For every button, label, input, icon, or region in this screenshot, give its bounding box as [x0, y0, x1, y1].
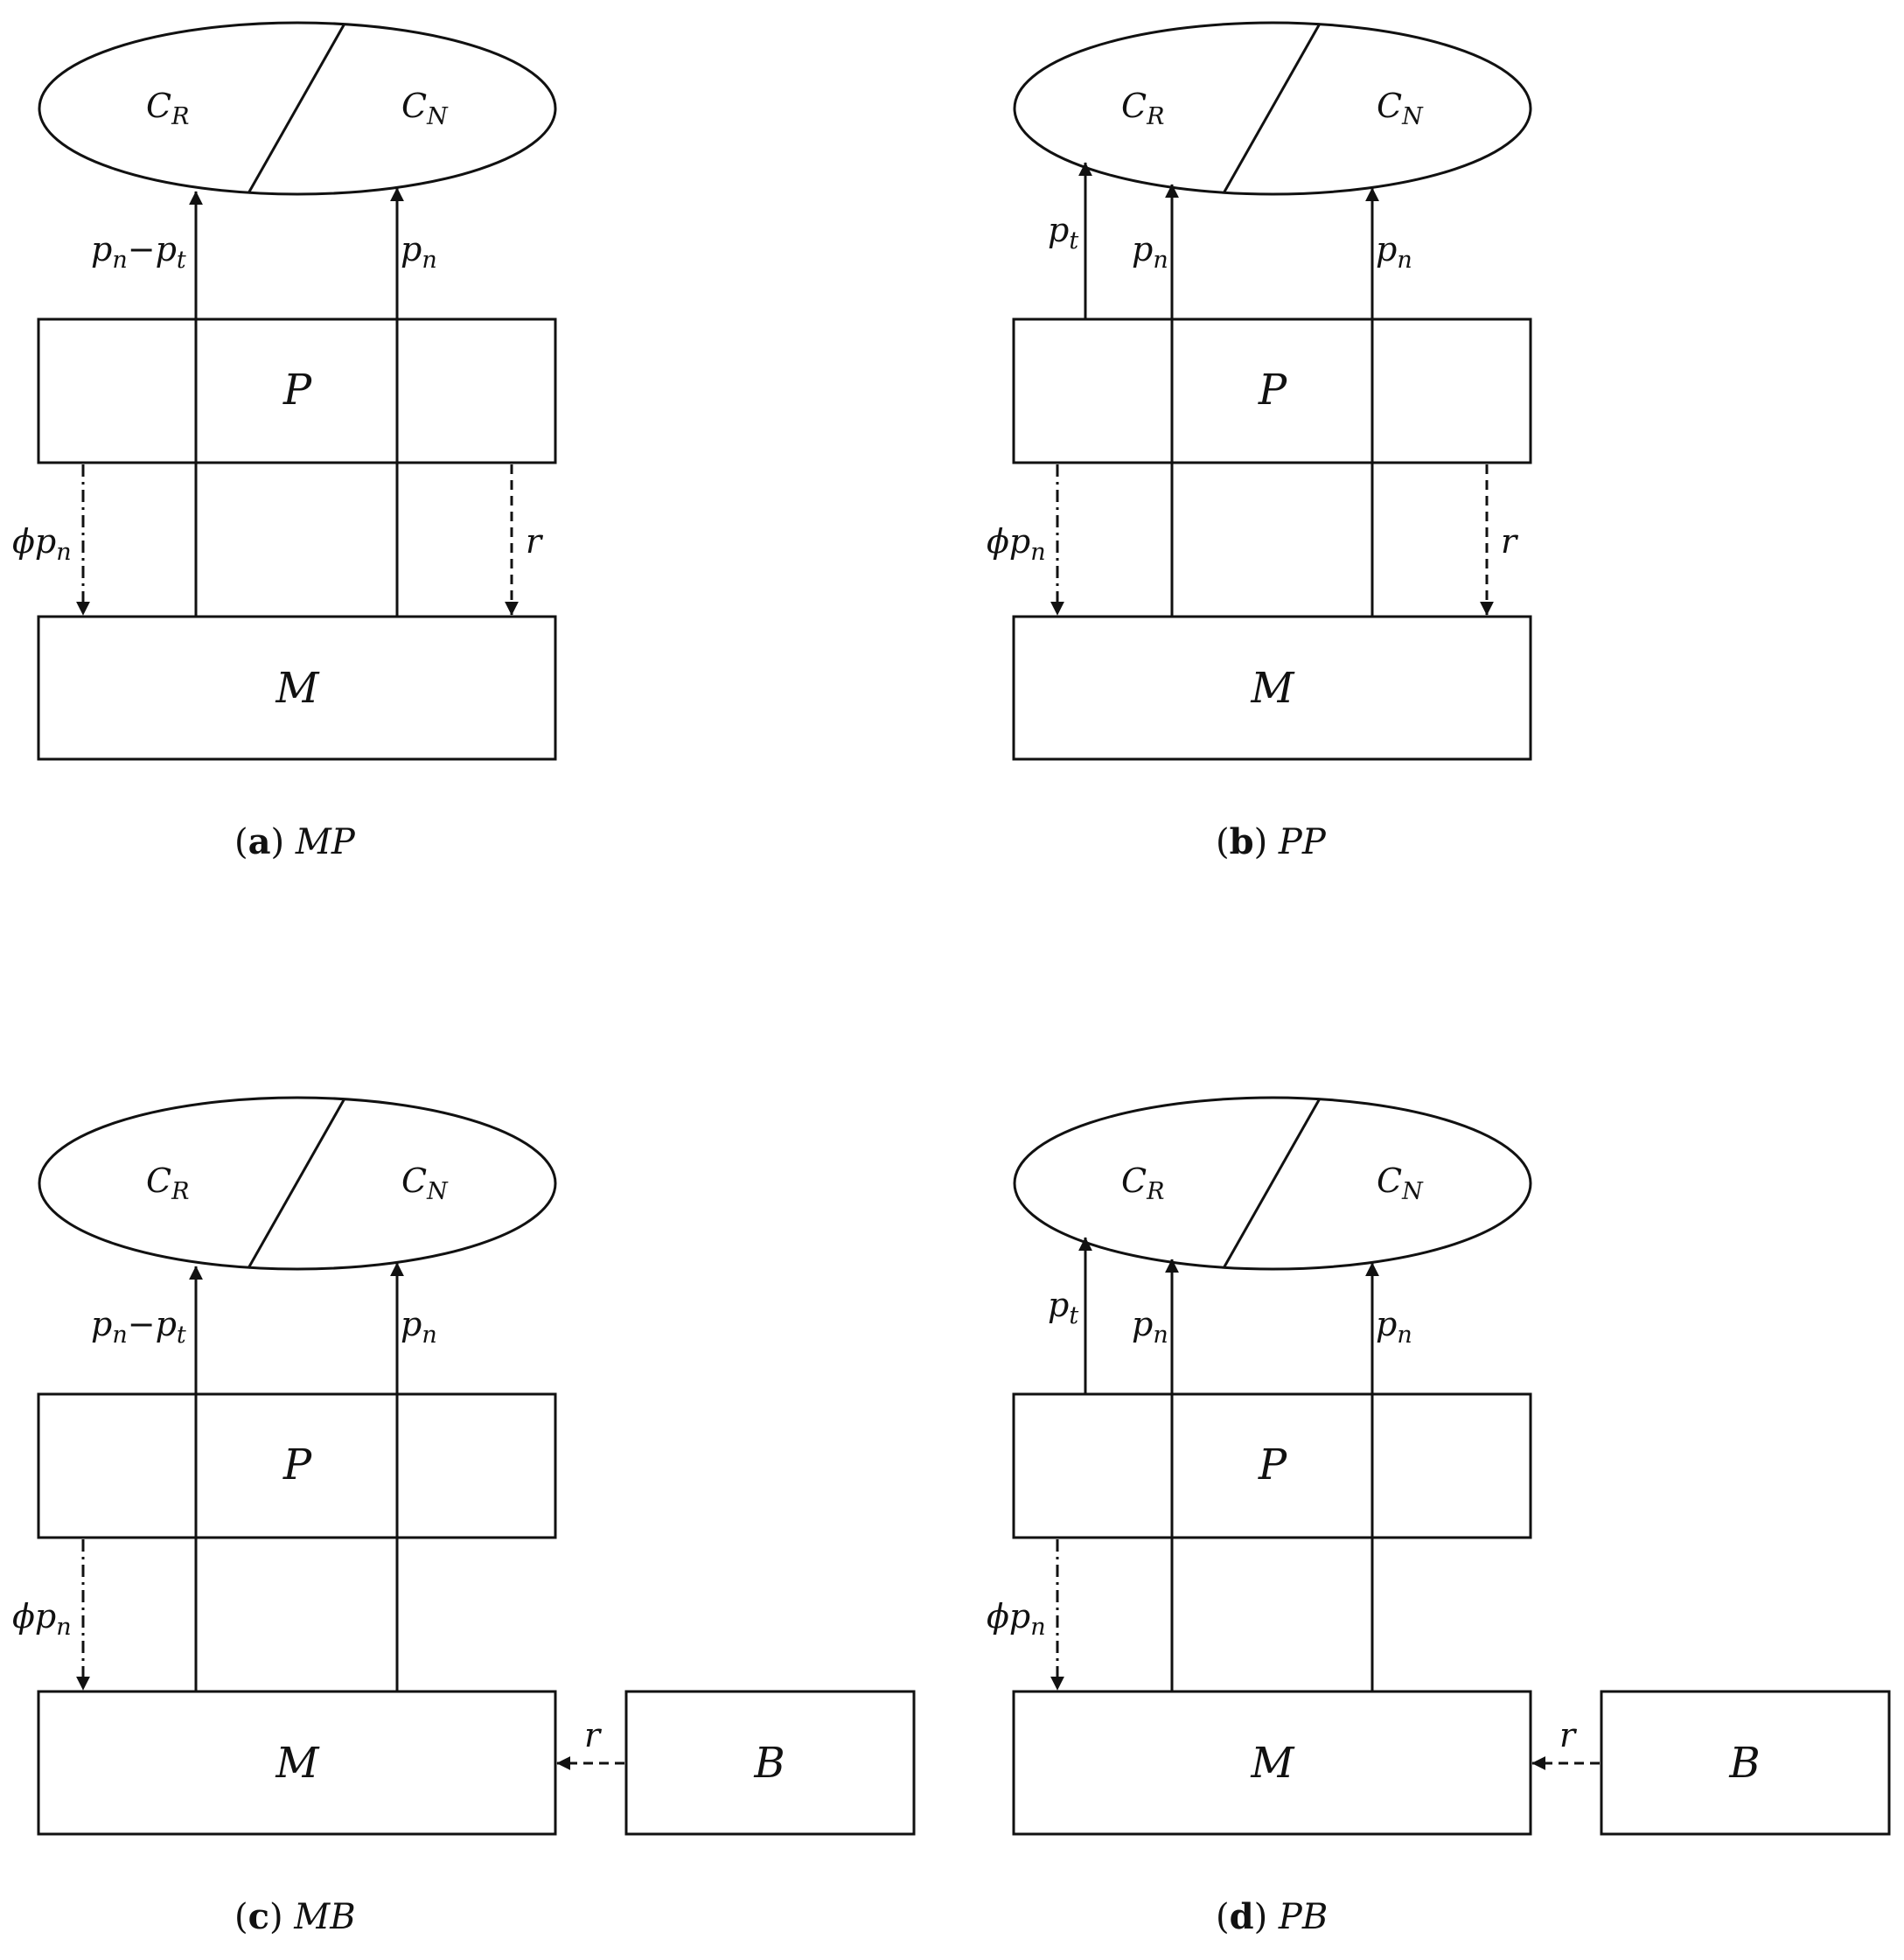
caption-d: (d) PB [1216, 1896, 1328, 1937]
box-p-label: P [1258, 366, 1287, 415]
box-p [1012, 317, 1532, 464]
label-pn-mid: pn [1132, 1305, 1168, 1349]
consumer-ellipse [1013, 1096, 1532, 1271]
segment-divider [247, 1098, 346, 1269]
label-phi-pn: ϕpn [12, 522, 72, 566]
box-p-label: P [1258, 1440, 1287, 1489]
box-m-label: M [1250, 1739, 1295, 1788]
box-m [37, 615, 557, 761]
segment-cn-label: CN [401, 1161, 449, 1205]
consumer-ellipse [38, 1096, 557, 1271]
label-phi-pn: ϕpn [987, 1597, 1046, 1641]
box-p [1012, 1392, 1532, 1539]
consumer-ellipse [38, 21, 557, 196]
box-p [37, 317, 557, 464]
segment-cr-label: CR [1121, 1161, 1164, 1205]
panel-a: CR CN P M pn−pt pn ϕpn r (a) MP [12, 21, 557, 862]
label-r: r [584, 1716, 603, 1754]
box-p-label: P [282, 1440, 312, 1489]
label-pt: pt [1048, 211, 1078, 255]
label-pt: pt [1048, 1286, 1078, 1329]
segment-divider [1222, 23, 1322, 194]
label-pn: pn [1376, 230, 1412, 274]
label-pn-mid: pn [1132, 230, 1168, 274]
box-m-label: M [1250, 664, 1295, 713]
caption-a: (a) MP [234, 821, 356, 862]
label-r: r [1559, 1716, 1578, 1754]
segment-divider [1222, 1098, 1322, 1269]
consumer-ellipse [1013, 21, 1532, 196]
box-p-label: P [282, 366, 312, 415]
box-m [1012, 615, 1532, 761]
segment-cr-label: CR [146, 1161, 189, 1205]
label-pn-minus-pt: pn−pt [91, 1305, 186, 1349]
label-phi-pn: ϕpn [987, 522, 1046, 566]
box-b [1600, 1690, 1891, 1836]
label-pn: pn [1376, 1305, 1412, 1349]
label-pn-minus-pt: pn−pt [91, 230, 186, 274]
label-r: r [1501, 522, 1519, 561]
panel-c: CR CN P M B pn−pt pn ϕpn r (c) MB [12, 1096, 916, 1937]
label-phi-pn: ϕpn [12, 1597, 72, 1641]
caption-b: (b) PP [1216, 821, 1327, 862]
segment-cr-label: CR [146, 87, 189, 130]
segment-cn-label: CN [1377, 1161, 1424, 1205]
label-pn: pn [401, 230, 437, 274]
segment-divider [247, 23, 346, 194]
panel-d: CR CN P M B pt pn pn ϕpn r (d) PB [987, 1096, 1891, 1937]
label-pn: pn [401, 1305, 437, 1349]
box-m-label: M [275, 1739, 320, 1788]
box-b-label: B [753, 1739, 785, 1788]
panel-b: CR CN P M pt pn pn ϕpn r (b) PP [987, 21, 1532, 862]
segment-cn-label: CN [401, 87, 449, 130]
segment-cn-label: CN [1377, 87, 1424, 130]
box-b [624, 1690, 916, 1836]
box-m [1012, 1690, 1532, 1836]
box-b-label: B [1728, 1739, 1760, 1788]
box-p [37, 1392, 557, 1539]
box-m [37, 1690, 557, 1836]
caption-c: (c) MB [234, 1896, 356, 1937]
segment-cr-label: CR [1121, 87, 1164, 130]
box-m-label: M [275, 664, 320, 713]
label-r: r [526, 522, 544, 561]
